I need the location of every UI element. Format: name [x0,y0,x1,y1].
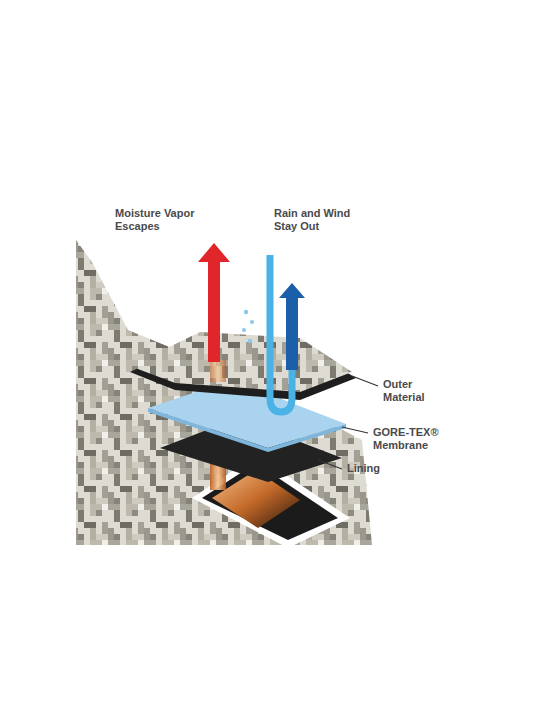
rain-return-arrow [279,283,305,370]
jacket-fabric [76,240,372,545]
part-label: Rain and Wind Stay Out [274,207,369,233]
leader-line [352,376,378,386]
part-label: Lining [347,462,407,475]
leader-line [342,427,368,433]
membrane-edge [148,408,346,452]
part-label: Moisture Vapor Escapes [115,207,215,233]
part-label: Outer Material [383,378,445,404]
water-droplet [250,320,254,324]
leader-line [318,460,342,469]
water-droplet [248,339,252,343]
heat-column-top [210,360,226,382]
part-label: GORE-TEX® Membrane [373,426,453,452]
water-droplet [244,310,248,314]
water-droplet [242,328,246,332]
vapor-arrow [198,243,230,362]
outer-material-layer [130,332,352,392]
